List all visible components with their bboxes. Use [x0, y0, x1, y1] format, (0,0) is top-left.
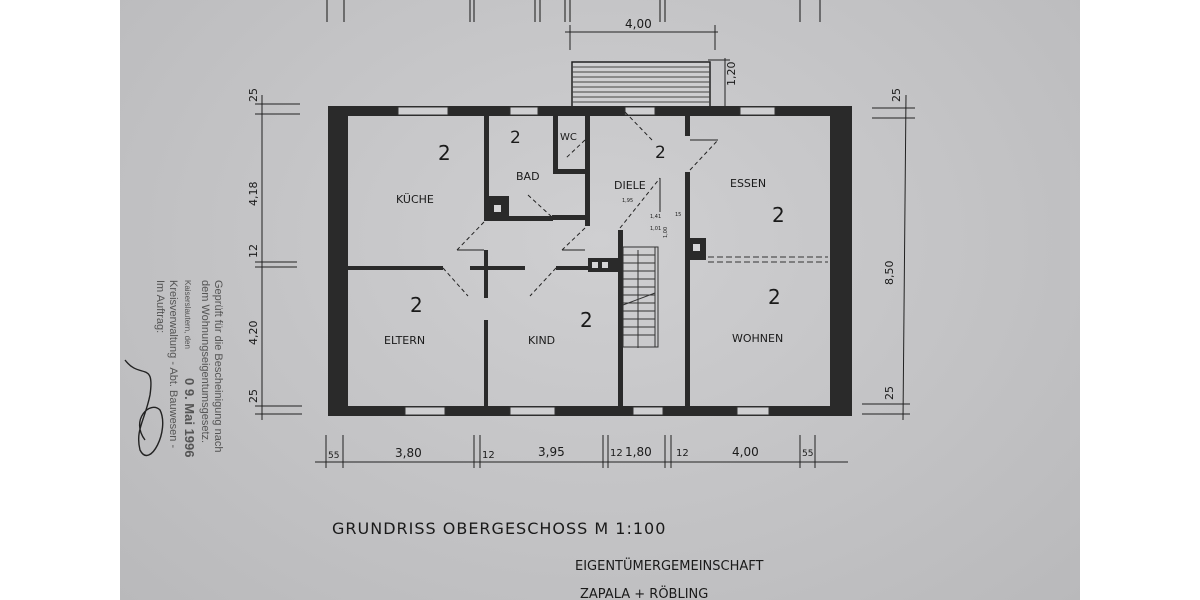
svg-text:4,00: 4,00 — [732, 445, 759, 459]
owner-line-2: ZAPALA + RÖBLING — [580, 585, 708, 600]
svg-text:2: 2 — [655, 143, 666, 163]
owner-line-1: EIGENTÜMERGEMEINSCHAFT — [575, 557, 764, 574]
svg-text:4,20: 4,20 — [247, 321, 260, 346]
svg-text:55: 55 — [802, 449, 813, 459]
drawing-title: GRUNDRISS OBERGESCHOSS M 1:100 — [332, 519, 666, 538]
room-wohnen: WOHNEN — [732, 332, 783, 345]
svg-text:Geprüft für die Bescheinigung: Geprüft für die Bescheinigung nach — [212, 280, 224, 452]
right-dimension-chain — [862, 94, 915, 421]
bottom-dimension-labels: 55 3,80 12 3,95 12 1,80 12 4,00 55 — [328, 445, 813, 461]
left-dimension-labels: 25 4,18 12 4,20 25 — [247, 88, 260, 403]
svg-text:Im Auftrag:: Im Auftrag: — [154, 280, 166, 333]
svg-text:1,00: 1,00 — [663, 227, 669, 238]
svg-text:3,80: 3,80 — [395, 446, 422, 460]
signature — [124, 359, 164, 457]
svg-text:1,01: 1,01 — [650, 226, 661, 232]
svg-text:1,41: 1,41 — [650, 214, 661, 220]
interior-walls — [348, 116, 706, 406]
title-block: GRUNDRISS OBERGESCHOSS M 1:100 EIGENTÜME… — [332, 519, 764, 600]
svg-text:25: 25 — [890, 88, 903, 102]
svg-text:12: 12 — [482, 450, 495, 461]
dim-balcony-depth: 1,20 — [725, 62, 738, 87]
bottom-dimension-chain — [315, 435, 848, 468]
svg-text:2: 2 — [768, 285, 781, 309]
right-dimension-labels: 25 8,50 25 — [883, 88, 903, 400]
svg-text:Kreisverwaltung - Abt. Bauwese: Kreisverwaltung - Abt. Bauwesen - — [167, 280, 179, 448]
room-bad: BAD — [516, 170, 540, 183]
outer-walls — [328, 106, 852, 416]
room-labels: KÜCHE 2 BAD 2 WC DIELE 2 ESSEN 2 ELTERN … — [384, 128, 785, 347]
svg-text:2: 2 — [772, 203, 785, 227]
svg-text:1,95: 1,95 — [622, 198, 633, 204]
svg-text:25: 25 — [247, 389, 260, 403]
top-edge-marks — [326, 0, 821, 22]
room-wc: WC — [560, 132, 577, 143]
door-swings — [442, 111, 719, 297]
svg-text:3,95: 3,95 — [538, 445, 565, 459]
svg-text:8,50: 8,50 — [883, 261, 896, 286]
svg-text:12: 12 — [676, 448, 689, 459]
chimney-voids — [494, 205, 700, 268]
svg-text:1,80: 1,80 — [625, 445, 652, 459]
svg-text:25: 25 — [247, 88, 260, 102]
svg-text:12: 12 — [610, 448, 623, 459]
svg-text:2: 2 — [510, 128, 521, 148]
stair-dimensions: 1,95 1,41 1,01 1,00 15 — [622, 198, 681, 238]
dim-balcony-width: 4,00 — [625, 17, 652, 31]
room-eltern: ELTERN — [384, 334, 425, 347]
svg-text:25: 25 — [883, 386, 896, 400]
room-kueche: KÜCHE — [396, 193, 434, 206]
room-kind: KIND — [528, 334, 555, 347]
balcony: 4,00 1,20 — [565, 17, 738, 111]
approval-stamp: Geprüft für die Bescheinigung nach dem W… — [154, 280, 224, 458]
svg-text:55: 55 — [328, 451, 339, 461]
svg-text:dem Wohnungseigentumsgesetz.: dem Wohnungseigentumsgesetz. — [199, 280, 211, 443]
left-dimension-chain — [255, 95, 302, 420]
staircase — [622, 246, 659, 348]
svg-text:15: 15 — [675, 212, 681, 218]
stamp-date: 0 9. Mai 1996 — [182, 378, 197, 458]
svg-text:12: 12 — [247, 244, 260, 258]
svg-text:2: 2 — [580, 308, 593, 332]
svg-text:2: 2 — [438, 141, 451, 165]
windows — [397, 106, 776, 416]
beam-line — [708, 256, 828, 263]
room-diele: DIELE — [614, 179, 646, 192]
room-essen: ESSEN — [730, 177, 766, 190]
svg-text:4,18: 4,18 — [247, 182, 260, 207]
svg-text:Kaiserslautern, den: Kaiserslautern, den — [183, 280, 192, 349]
svg-text:2: 2 — [410, 293, 423, 317]
